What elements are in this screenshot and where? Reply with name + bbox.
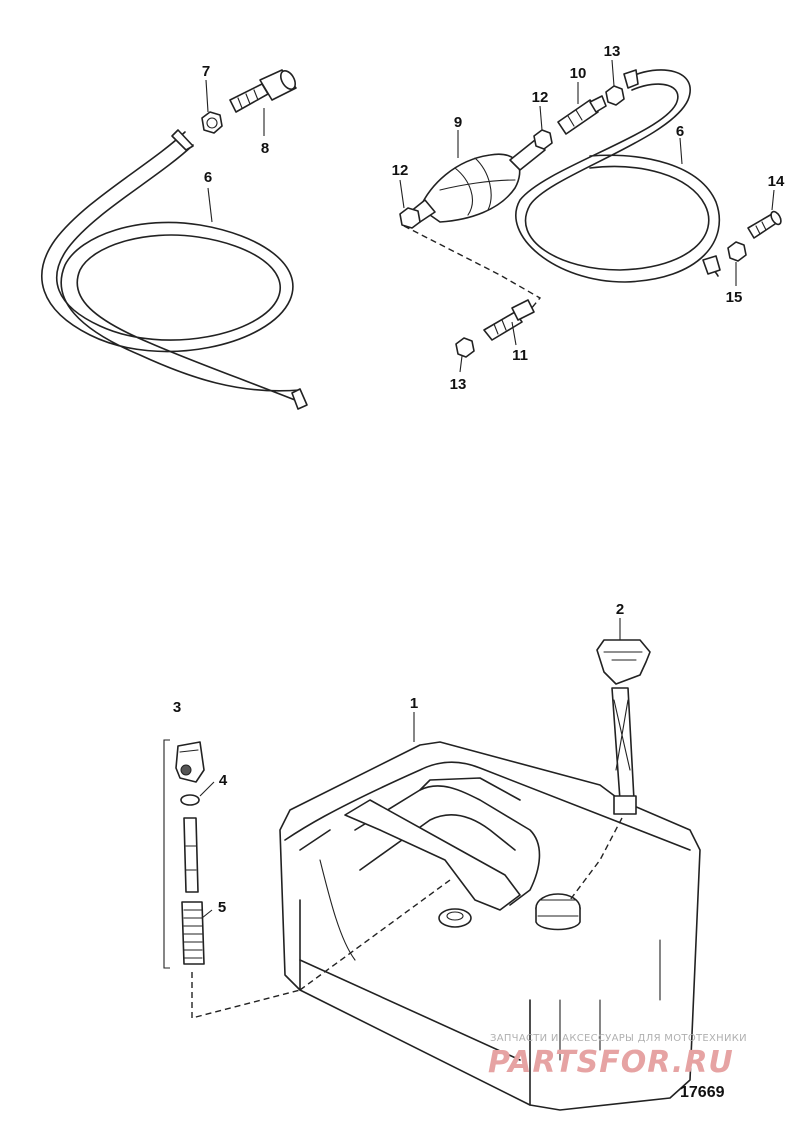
callout-1: 1 — [410, 695, 418, 712]
leader-11 — [511, 321, 517, 346]
leader-7 — [205, 79, 209, 113]
callout-11: 11 — [512, 347, 528, 364]
leader-12b — [539, 105, 543, 131]
leader-12a — [399, 179, 405, 209]
hose-clamp-13-bottom — [455, 337, 475, 358]
callout-14: 14 — [768, 173, 785, 190]
bracket-3 — [163, 739, 170, 969]
callout-12-left: 12 — [392, 162, 409, 179]
callout-5: 5 — [218, 899, 226, 916]
callout-3: 3 — [173, 699, 181, 716]
o-ring-4 — [180, 794, 200, 806]
leader-4 — [199, 781, 215, 797]
callout-10: 10 — [570, 65, 587, 82]
leader-14 — [771, 189, 775, 211]
fuel-gauge-2 — [596, 639, 651, 815]
callout-6-right: 6 — [676, 123, 684, 140]
leader-13b — [459, 355, 463, 373]
callout-9: 9 — [454, 114, 462, 131]
assembly-line-2 — [569, 817, 623, 901]
fuel-hose-right — [515, 69, 721, 283]
leader-13a — [611, 59, 615, 87]
callout-15: 15 — [726, 289, 743, 306]
assembly-line-tank — [299, 879, 451, 991]
hose-clamp-12-left — [399, 207, 421, 229]
watermark-logo: PARTSFOR.RU — [488, 1045, 734, 1080]
quick-connector-11 — [483, 299, 535, 341]
callout-12-right: 12 — [532, 89, 549, 106]
callout-13-top: 13 — [604, 43, 621, 60]
primer-bulb-9 — [409, 139, 546, 223]
leader-6b — [679, 137, 683, 165]
check-valve-10 — [557, 95, 607, 135]
hose-nut-7 — [201, 111, 223, 134]
hose-clamp-12-right — [533, 129, 553, 150]
callout-4: 4 — [219, 772, 228, 789]
callout-8: 8 — [261, 140, 269, 157]
hose-clamp-15 — [727, 241, 747, 262]
hose-clamp-13-top — [605, 85, 625, 106]
fuel-hose-left — [41, 129, 308, 410]
assembly-line-3 — [191, 972, 301, 1019]
assembly-line-11 — [403, 225, 542, 311]
callout-13-bottom: 13 — [450, 376, 467, 393]
leader-6a — [207, 187, 213, 223]
callout-2: 2 — [616, 601, 624, 618]
engine-connector-8 — [229, 69, 297, 113]
pickup-tube-5 — [181, 817, 205, 965]
elbow-fitting-3 — [175, 741, 205, 783]
fuel-tank-1 — [279, 741, 701, 1111]
tank-fitting-14 — [747, 210, 782, 239]
callout-6-left: 6 — [204, 169, 212, 186]
callout-7: 7 — [202, 63, 210, 80]
drawing-number: 17669 — [680, 1084, 725, 1101]
watermark-tagline: ЗАПЧАСТИ И АКСЕССУАРЫ ДЛЯ МОТОТЕХНИКИ — [490, 1033, 747, 1044]
leader-5 — [201, 909, 213, 919]
